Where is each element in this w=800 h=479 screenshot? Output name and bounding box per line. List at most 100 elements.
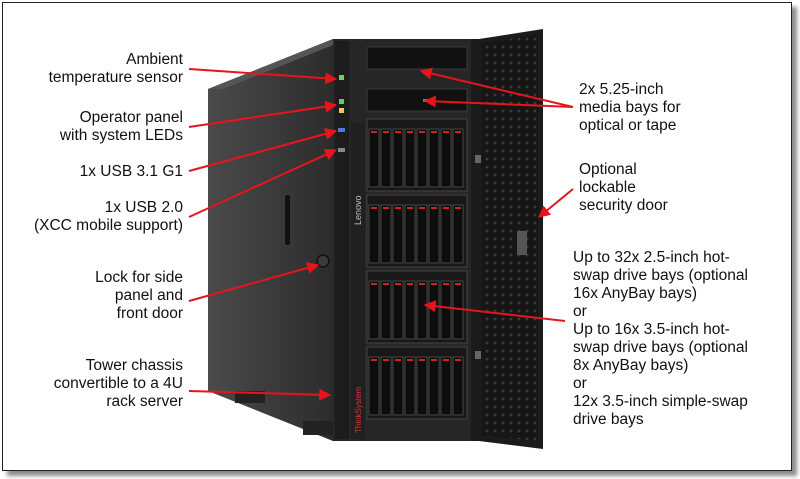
drive-bay-led [431,359,437,361]
label-line: Tower chassis [85,357,183,374]
drive-bay-led [395,207,401,209]
label-line: swap drive bays (optional [573,267,748,284]
drive-bay-led [419,359,425,361]
drive-bay-led [395,131,401,133]
bezel-logo: ThinkSystem [354,386,363,433]
label-line: optical or tape [579,117,677,134]
front-logo: Lenovo [353,195,363,225]
drive-bay [392,356,404,416]
label-line: 1x USB 3.1 G1 [79,163,183,180]
status-led [339,99,344,104]
usb31-port [338,128,345,132]
label-line: 2x 5.25-inch [579,81,664,98]
arrow-bays [423,300,566,322]
drive-bay-led [407,283,413,285]
drive-bay-led [383,131,389,133]
drive-bay-led [383,359,389,361]
drive-bay [380,128,392,188]
server-illustration: Lenovo ThinkSystem [188,29,574,449]
arrow-usb31 [188,128,338,172]
foot [303,421,333,435]
label-line: lockable [579,179,636,196]
label-line: or [573,303,587,320]
door-hinge [475,351,481,359]
drive-bay [368,204,380,264]
drive-bay-led [395,359,401,361]
drive-bay [368,356,380,416]
drive-bay [392,128,404,188]
label-line: or [573,375,587,392]
drive-bay [452,128,464,188]
drive-bay [440,204,452,264]
drive-bay [368,280,380,340]
drive-bay [428,356,440,416]
drive-bay-led [407,131,413,133]
drive-bay [404,204,416,264]
side-lock [316,254,330,268]
arrow-usb20 [188,149,338,218]
usb20-port [338,148,345,152]
label-line: Lock for side [95,269,183,286]
callout-arrows [188,67,574,401]
media-bay-2 [366,88,468,112]
drive-bay [404,128,416,188]
drive-bay-led [431,131,437,133]
drive-bay [440,280,452,340]
drive-bay [440,128,452,188]
label-line: 1x USB 2.0 [104,199,183,216]
drive-bay [452,356,464,416]
drive-bay-led [407,207,413,209]
drive-bay-led [419,131,425,133]
label-line: rack server [106,393,183,410]
status-led [339,108,344,113]
door-latch [517,231,527,255]
top-edge [208,39,348,89]
label-line: convertible to a 4U [53,375,183,392]
drive-bay [416,204,428,264]
drive-cages [366,118,468,420]
label-line: 8x AnyBay bays) [573,357,689,374]
arrow-tower [188,388,332,401]
drive-bay-led [455,283,461,285]
drive-bay-led [407,359,413,361]
drive-bay [380,356,392,416]
drive-bay [452,204,464,264]
side-panel [208,39,333,441]
label-line: temperature sensor [48,69,183,86]
drive-bay-led [383,283,389,285]
label-line: (XCC mobile support) [33,217,183,234]
drive-bay [440,356,452,416]
drive-bay-led [431,207,437,209]
drive-bay-led [443,283,449,285]
arrow-media-1 [419,67,574,108]
label-line: Up to 16x 3.5-inch hot- [573,321,730,338]
ambient-sensor [339,75,344,80]
drive-bay-led [455,207,461,209]
label-line: swap drive bays (optional [573,339,748,356]
drive-bay-led [371,283,377,285]
label-usb31: 1x USB 3.1 G1 [80,163,183,181]
drive-bay-led [419,207,425,209]
drive-bay [404,280,416,340]
drive-bay [380,204,392,264]
label-usb20: 1x USB 2.0(XCC mobile support) [34,199,183,235]
drive-bay-led [371,207,377,209]
arrow-door [538,188,574,218]
label-drive-bays: Up to 32x 2.5-inch hot-swap drive bays (… [573,249,748,429]
drive-bay [392,204,404,264]
drive-bay [416,356,428,416]
drive-bay [428,280,440,340]
drive-bay-led [371,131,377,133]
label-line: front door [116,305,183,322]
drive-bay-led [455,359,461,361]
drive-bay [416,128,428,188]
drive-bay [380,280,392,340]
drive-bay-led [443,207,449,209]
drive-bay [428,128,440,188]
drive-bay-led [419,283,425,285]
door-perforation [481,35,538,441]
